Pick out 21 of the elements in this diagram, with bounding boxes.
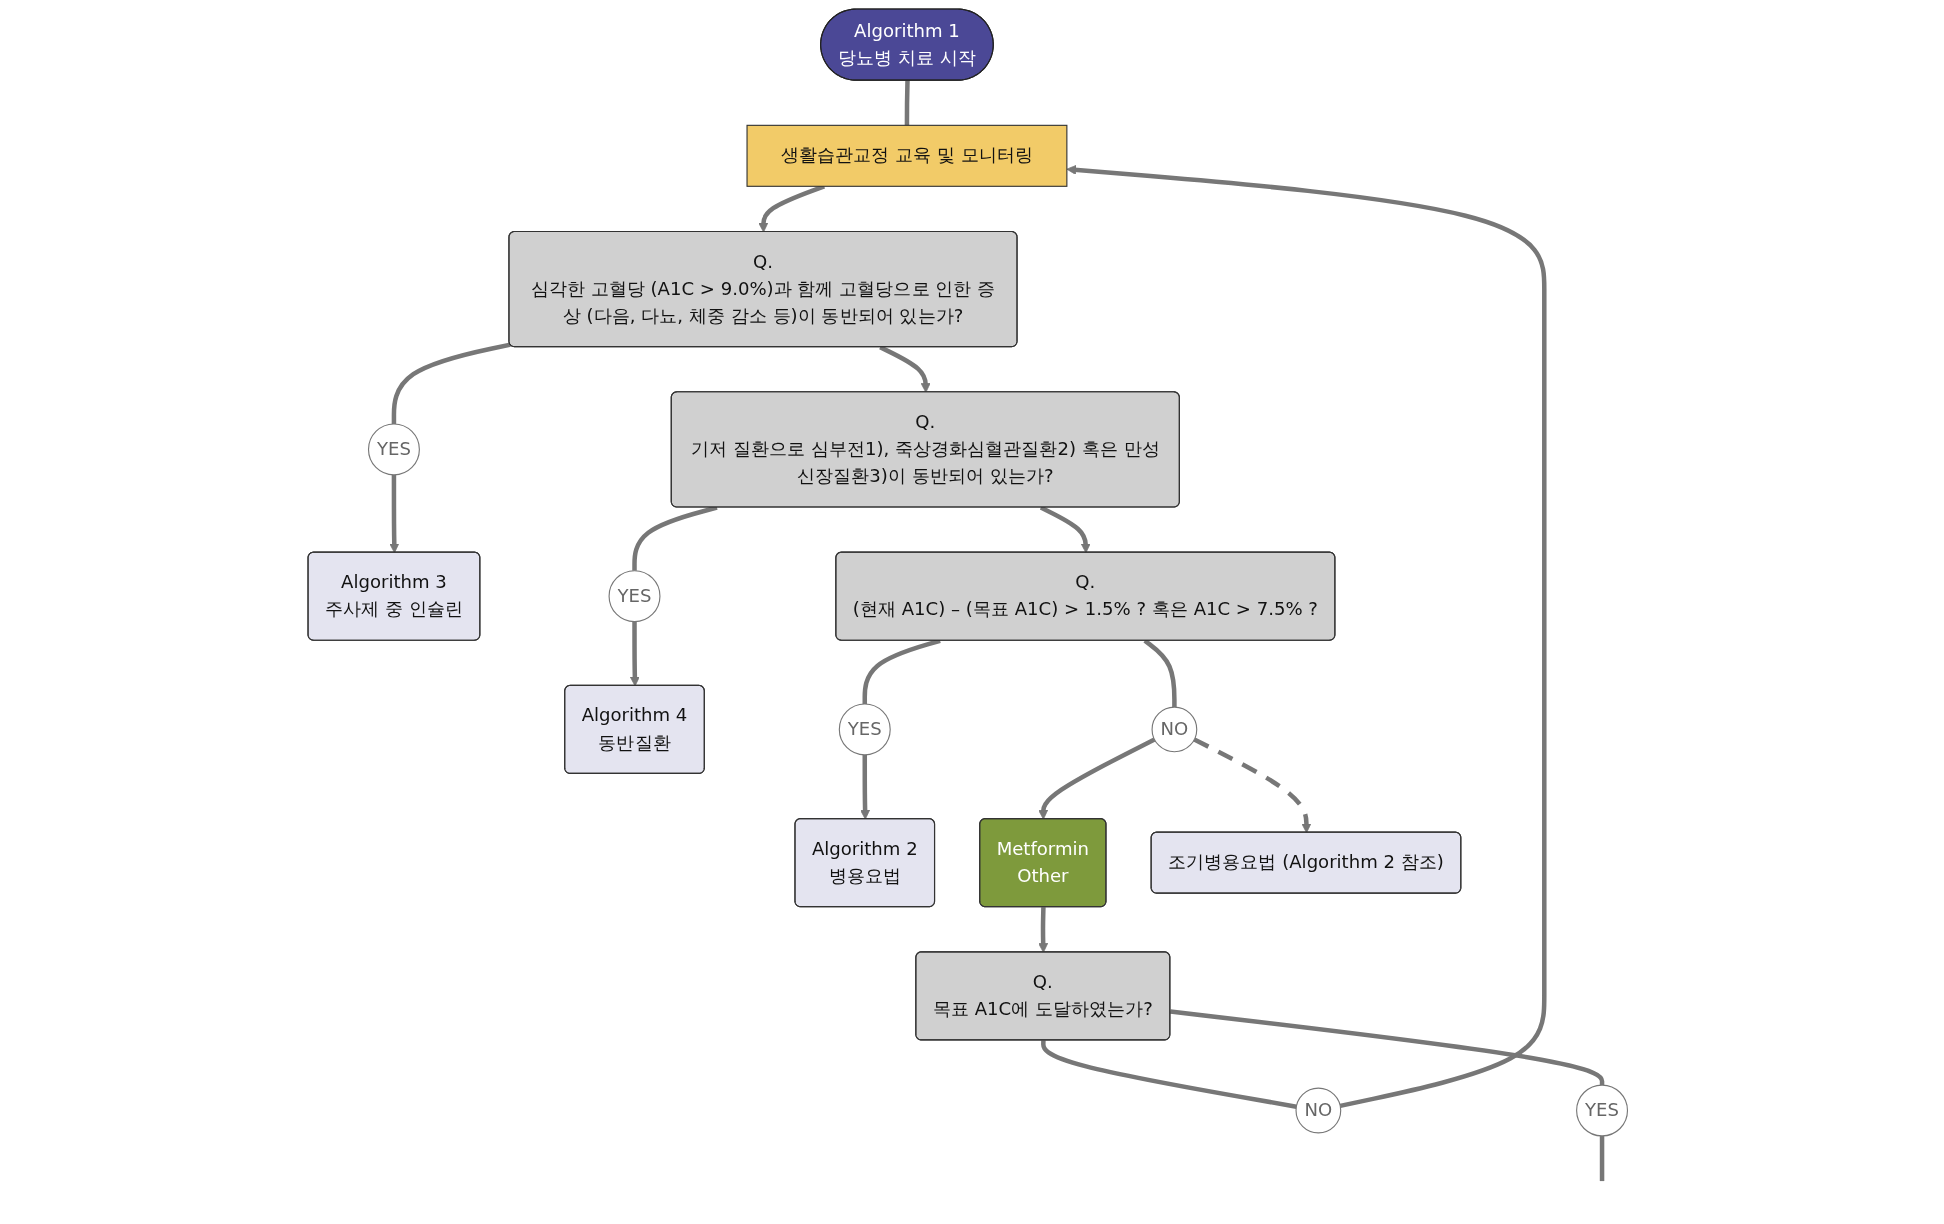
connector bbox=[1170, 1009, 1605, 1086]
arrow bbox=[389, 474, 400, 554]
node-circle: YES bbox=[608, 570, 661, 623]
connector bbox=[391, 342, 511, 424]
node-circle: YES bbox=[367, 423, 420, 476]
connector bbox=[904, 80, 910, 126]
arrow bbox=[1038, 907, 1049, 953]
arrow bbox=[1039, 505, 1091, 554]
node-circle: YES bbox=[1576, 1084, 1629, 1137]
arrow bbox=[1038, 737, 1156, 820]
arrow bbox=[1193, 737, 1312, 834]
arrow bbox=[629, 621, 640, 687]
node-circle: YES bbox=[838, 703, 891, 756]
arrow bbox=[879, 345, 931, 393]
arrow bbox=[860, 754, 871, 820]
connector bbox=[1599, 1135, 1605, 1182]
arrow bbox=[1066, 164, 1547, 1109]
connector bbox=[632, 505, 718, 571]
node-circle: NO bbox=[1295, 1087, 1342, 1134]
node-box: 생활습관교정 교육 및 모니터링 bbox=[746, 124, 1068, 187]
node-circle: NO bbox=[1151, 706, 1198, 753]
